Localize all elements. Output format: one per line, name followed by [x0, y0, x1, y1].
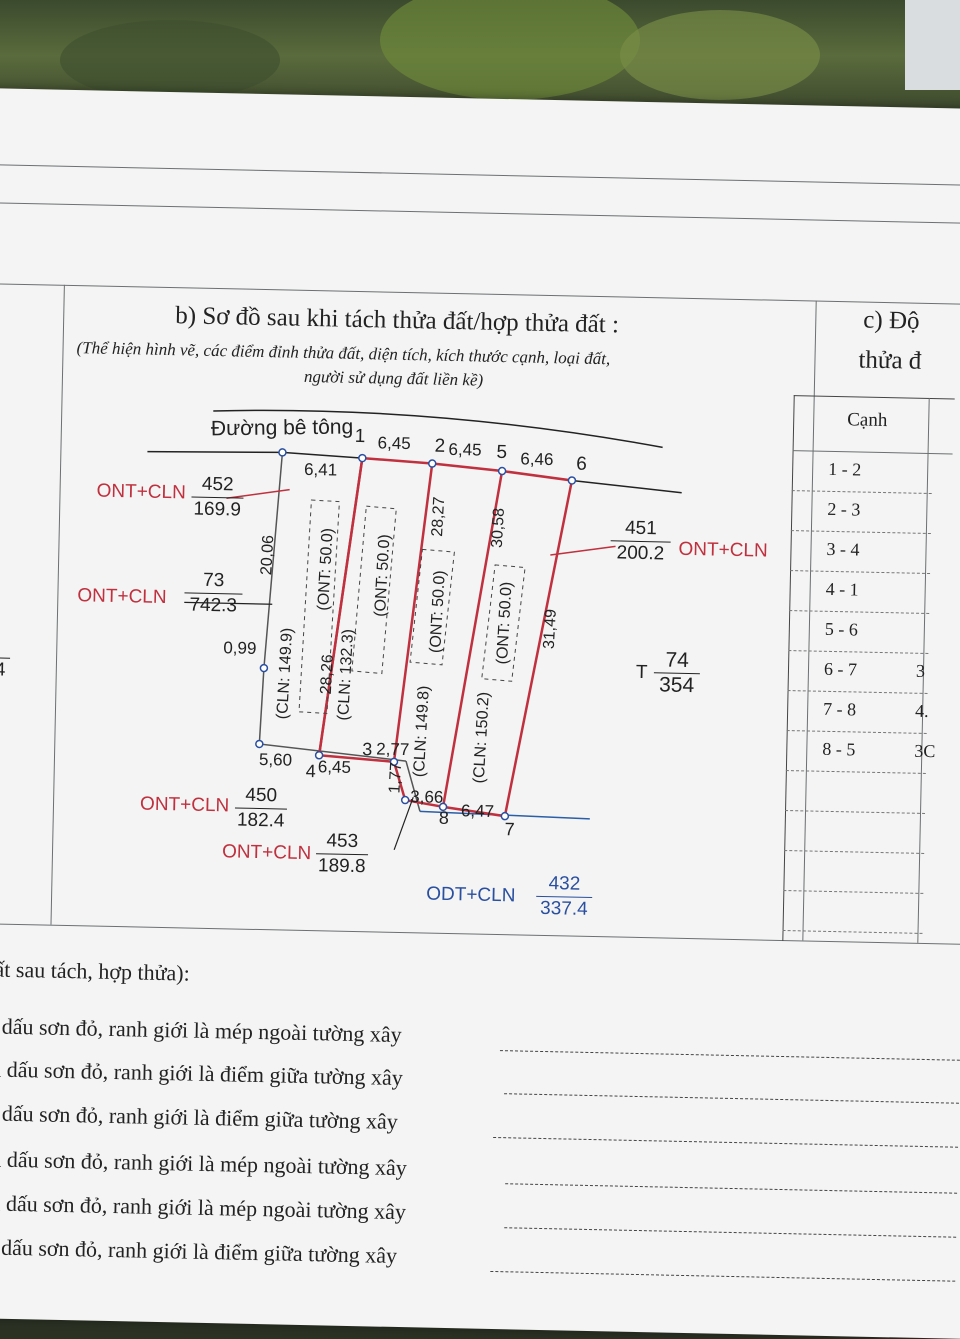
cadastral-map: [147, 409, 682, 851]
dimension: 2,77: [376, 739, 410, 760]
table-row: [784, 810, 926, 854]
lot-boundary-left: [317, 457, 364, 756]
ont-area-1: [298, 499, 340, 714]
vertex-marker: [255, 739, 264, 749]
dotted-fill: [504, 1226, 957, 1238]
arrow-453: [393, 797, 414, 851]
dimension: 6,45: [317, 757, 352, 777]
dimension: 1,77: [386, 761, 406, 794]
vertex-marker: [358, 453, 367, 463]
ont-area-2: [351, 505, 397, 675]
neighbor-prefix: T: [635, 661, 648, 684]
table-row: 3 - 4: [790, 530, 931, 575]
ont-area-3: [409, 548, 455, 666]
background-card: [905, 0, 960, 90]
background-leaf: [60, 20, 280, 100]
point-label: 6: [576, 453, 588, 475]
point-label: 5: [496, 441, 508, 464]
neighbor-type: ONT+CLN: [678, 538, 768, 562]
notes-heading: đất sau tách, hợp thửa):: [0, 956, 190, 986]
vertex-marker: [500, 811, 510, 821]
note-line: là dấu sơn đỏ, ranh giới là điểm giữa tư…: [0, 1100, 399, 1134]
note-line: là dấu sơn đỏ, ranh giới là điểm giữa tư…: [0, 1234, 398, 1268]
background-leaf: [380, 0, 640, 100]
neighbor-type: ONT+CLN: [139, 793, 230, 817]
neighbor-type: ONT+CLN: [221, 841, 312, 865]
table-row: [785, 770, 926, 814]
dimension: 0,99: [223, 638, 257, 658]
dimension: 5,60: [258, 749, 293, 770]
point-label: 2: [434, 435, 446, 457]
dimension: 31,49: [540, 608, 560, 650]
vertex-marker: [389, 757, 399, 767]
dotted-fill: [493, 1135, 959, 1148]
point-label: 4: [305, 760, 316, 782]
dimension: 30,58: [488, 507, 509, 549]
dotted-fill: [505, 1182, 958, 1194]
ont-area-4: [481, 564, 526, 682]
table-row: 1 - 2: [791, 450, 933, 495]
document-page: 454 b) Sơ đồ sau khi tách thửa đất/hợp t…: [0, 88, 960, 1339]
arrow-451: [550, 545, 616, 556]
road-edge: [213, 409, 663, 449]
background-leaf: [620, 10, 820, 100]
lot-3-boundary: [442, 469, 574, 818]
neighbor-type: ONT+CLN: [77, 585, 167, 609]
dimension: 3,66: [410, 787, 444, 807]
dimension: 6,47: [460, 801, 495, 821]
point-label: 8: [438, 807, 450, 828]
road-label: Đường bê tông: [210, 415, 354, 441]
point-label: 7: [504, 819, 515, 840]
table-row: 5 - 6: [788, 610, 930, 654]
note-line: là dấu sơn đỏ, ranh giới là mép ngoài tư…: [0, 1190, 407, 1225]
table-row: 2 - 3: [790, 490, 932, 535]
table-row: [783, 850, 925, 894]
vertex-marker: [259, 663, 269, 673]
vertex-marker: [567, 476, 577, 485]
vertex-marker: [497, 466, 507, 476]
dimension: 6,45: [377, 433, 411, 454]
neighbor-type: ONT+CLN: [96, 480, 187, 504]
note-line: là dấu sơn đỏ, ranh giới là mép ngoài tư…: [0, 1146, 408, 1181]
dimension: 6,45: [448, 439, 482, 460]
dimension: 28,26: [317, 653, 337, 695]
point-label: 3: [362, 739, 373, 760]
vertex-marker: [438, 802, 448, 812]
dimension: 20,06: [258, 534, 278, 576]
neighbor-boundary: [258, 452, 407, 762]
neighbor-type: ODT+CLN: [425, 883, 516, 907]
vertex-marker: [314, 750, 324, 760]
dimension: 28,27: [429, 496, 449, 538]
neighbor-divider: [184, 601, 273, 605]
vertex-marker: [400, 795, 410, 805]
dimension: 6,41: [303, 459, 338, 480]
arrow-452: [226, 488, 290, 499]
vertex-marker: [427, 459, 437, 468]
vertex-marker: [278, 448, 287, 457]
table-row: 4 - 1: [789, 570, 931, 614]
point-label: 1: [354, 425, 366, 448]
table-row: [782, 890, 924, 934]
dimension: 6,46: [520, 449, 554, 470]
table-header: Cạnh: [847, 409, 888, 432]
